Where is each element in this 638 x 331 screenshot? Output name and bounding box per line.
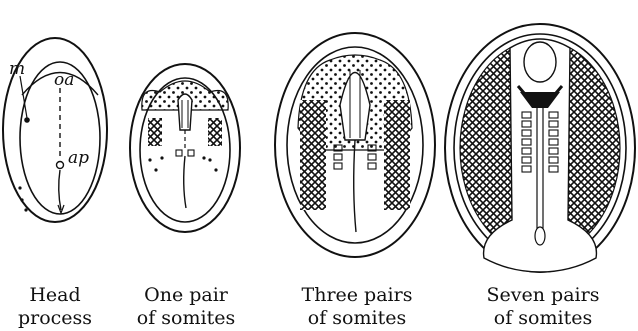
caption-line1: Seven pairs: [478, 284, 608, 307]
caption-line2: of somites: [478, 307, 608, 330]
embryo-seven-pairs-somites: [445, 24, 635, 272]
embryo-head-process: m oa ap: [3, 38, 107, 222]
label-m: m: [9, 59, 25, 79]
caption-head-process: Head process: [7, 284, 103, 330]
caption-line1: One pair: [135, 284, 237, 307]
caption-line1: Three pairs: [292, 284, 422, 307]
caption-three-pairs: Three pairs of somites: [292, 284, 422, 330]
caption-line2: of somites: [292, 307, 422, 330]
caption-line2: process: [7, 307, 103, 330]
caption-one-pair: One pair of somites: [135, 284, 237, 330]
embryo-one-pair-somites: [130, 64, 240, 232]
label-oa: oa: [54, 70, 74, 90]
embryo-three-pairs-somites: [275, 33, 435, 257]
caption-line1: Head: [7, 284, 103, 307]
caption-line2: of somites: [135, 307, 237, 330]
caption-seven-pairs: Seven pairs of somites: [478, 284, 608, 330]
label-ap: ap: [68, 148, 89, 168]
